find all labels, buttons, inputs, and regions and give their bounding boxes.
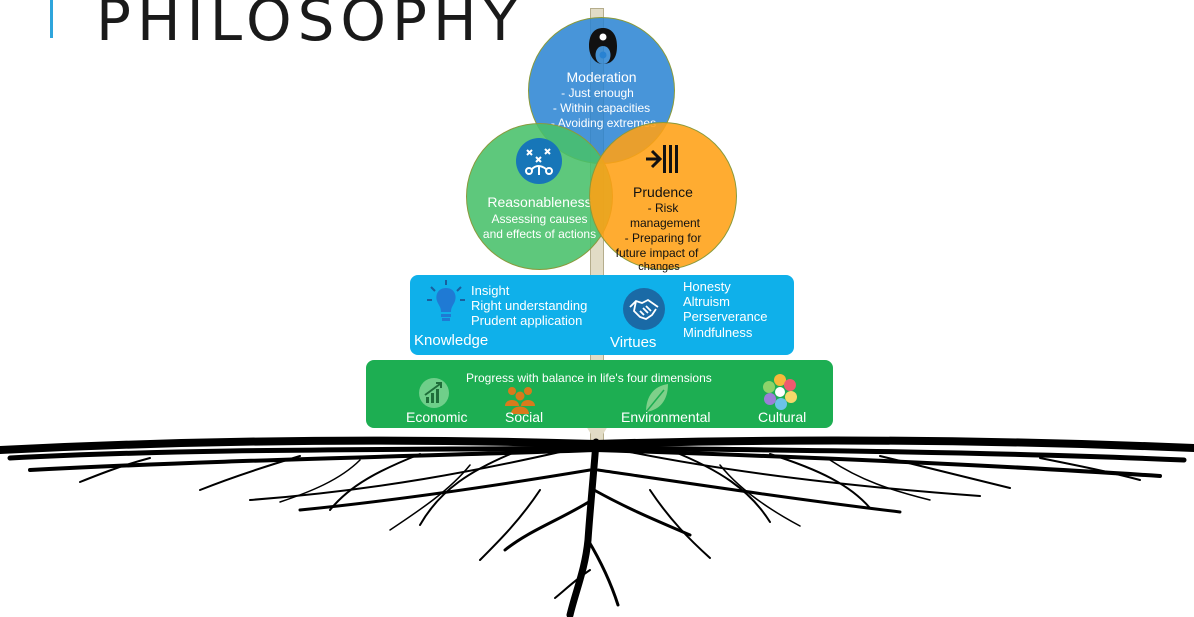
- strategy-icon: [516, 138, 562, 184]
- knowledge-item: Right understanding: [471, 298, 588, 313]
- lightbulb-icon: [427, 280, 465, 321]
- slide-title: PHILOSOPHY: [96, 0, 525, 54]
- forward-arrow-icon: [646, 145, 678, 173]
- moderation-title: Moderation: [566, 69, 637, 85]
- progress-heading: Progress with balance in life's four dim…: [466, 371, 712, 385]
- people-icon: [505, 387, 535, 414]
- prudence-line: - Risk: [647, 201, 679, 215]
- reasonableness-circle: Reasonableness Assessing causes and effe…: [466, 123, 613, 270]
- prudence-circle: Prudence - Risk management - Preparing f…: [589, 122, 737, 273]
- knowledge-virtues-panel: Insight Right understanding Prudent appl…: [410, 275, 794, 355]
- progress-panel: Progress with balance in life's four dim…: [366, 360, 833, 428]
- yin-yang-icon: [589, 28, 617, 64]
- virtues-item: Honesty: [683, 279, 731, 294]
- moderation-line: - Within capacities: [552, 101, 651, 115]
- prudence-line: future impact of: [615, 246, 699, 260]
- title-accent-bar: [50, 0, 53, 38]
- knowledge-label: Knowledge: [414, 332, 489, 349]
- dimension-label: Cultural: [758, 409, 807, 425]
- knowledge-item: Insight: [471, 283, 510, 298]
- knowledge-item: Prudent application: [471, 313, 583, 328]
- virtues-label: Virtues: [610, 334, 657, 351]
- virtues-item: Mindfulness: [683, 325, 753, 340]
- prudence-line: management: [629, 216, 701, 230]
- dimension-label: Economic: [406, 409, 468, 425]
- flower-icon: [763, 374, 797, 410]
- moderation-line: - Just enough: [561, 86, 634, 100]
- moderation-line: - Avoiding extremes: [550, 116, 657, 130]
- reasonableness-title: Reasonableness: [487, 194, 592, 210]
- growth-chart-icon: [419, 378, 449, 408]
- handshake-icon: [623, 288, 665, 330]
- dimension-label: Social: [505, 409, 544, 425]
- reasonableness-line: and effects of actions: [482, 227, 597, 241]
- dimension-label: Environmental: [621, 409, 711, 425]
- roots-illustration: [0, 436, 1194, 617]
- prudence-line: - Preparing for: [624, 231, 702, 245]
- stem-arrow-head: [586, 426, 608, 444]
- prudence-line: changes: [638, 261, 680, 273]
- reasonableness-line: Assessing causes: [491, 212, 588, 226]
- prudence-title: Prudence: [633, 184, 693, 200]
- leaf-icon: [645, 384, 668, 413]
- virtues-item: Altruism: [683, 294, 730, 309]
- virtues-item: Perserverance: [683, 309, 768, 324]
